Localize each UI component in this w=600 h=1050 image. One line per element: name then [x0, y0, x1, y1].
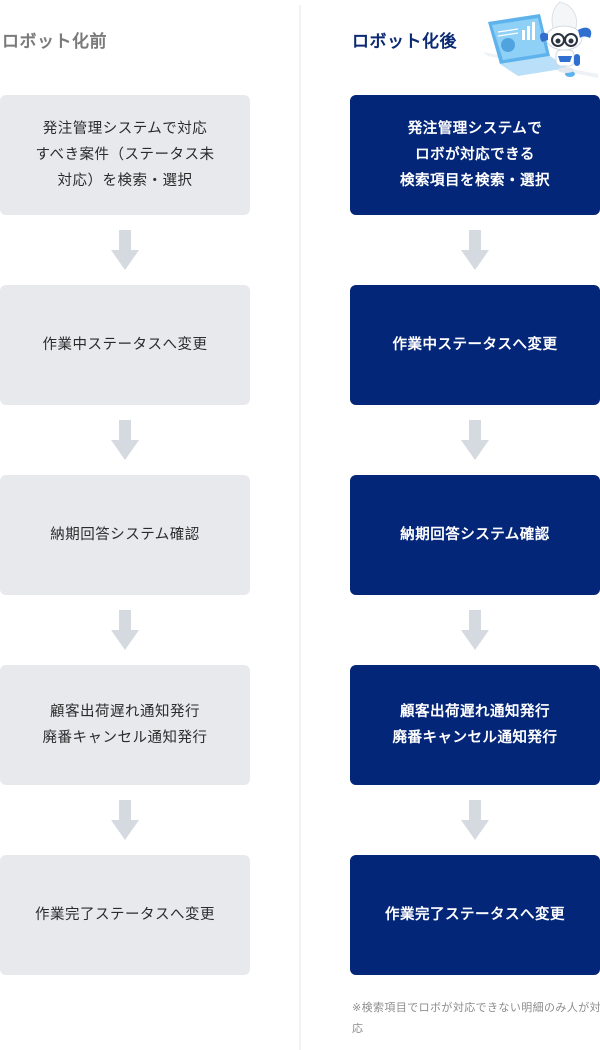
before-step-3: 納期回答システム確認	[0, 475, 250, 595]
after-step-2: 作業中ステータスへ変更	[350, 285, 600, 405]
down-arrow-icon	[111, 230, 139, 270]
before-step-1: 発注管理システムで対応 すべき案件（ステータス未 対応）を検索・選択	[0, 95, 250, 215]
down-arrow-icon	[111, 610, 139, 650]
footnote: ※検索項目でロボが対応できない明細のみ人が対応	[352, 1001, 600, 1035]
before-step-2: 作業中ステータスへ変更	[0, 285, 250, 405]
down-arrow-icon	[111, 800, 139, 840]
down-arrow-icon	[461, 610, 489, 650]
after-step-4: 顧客出荷遅れ通知発行 廃番キャンセル通知発行	[350, 665, 600, 785]
before-step-4: 顧客出荷遅れ通知発行 廃番キャンセル通知発行	[0, 665, 250, 785]
column-divider	[299, 5, 301, 1050]
after-step-3: 納期回答システム確認	[350, 475, 600, 595]
robot-illustration	[483, 1, 598, 78]
after-step-5: 作業完了ステータスへ変更	[350, 855, 600, 975]
down-arrow-icon	[461, 800, 489, 840]
down-arrow-icon	[111, 420, 139, 460]
after-title: ロボット化後	[352, 32, 457, 52]
down-arrow-icon	[461, 230, 489, 270]
robot-icon	[540, 1, 592, 73]
after-step-1: 発注管理システムで ロボが対応できる 検索項目を検索・選択	[350, 95, 600, 215]
before-step-5: 作業完了ステータスへ変更	[0, 855, 250, 975]
laptop-icon	[488, 14, 575, 77]
down-arrow-icon	[461, 420, 489, 460]
before-title: ロボット化前	[2, 32, 107, 52]
